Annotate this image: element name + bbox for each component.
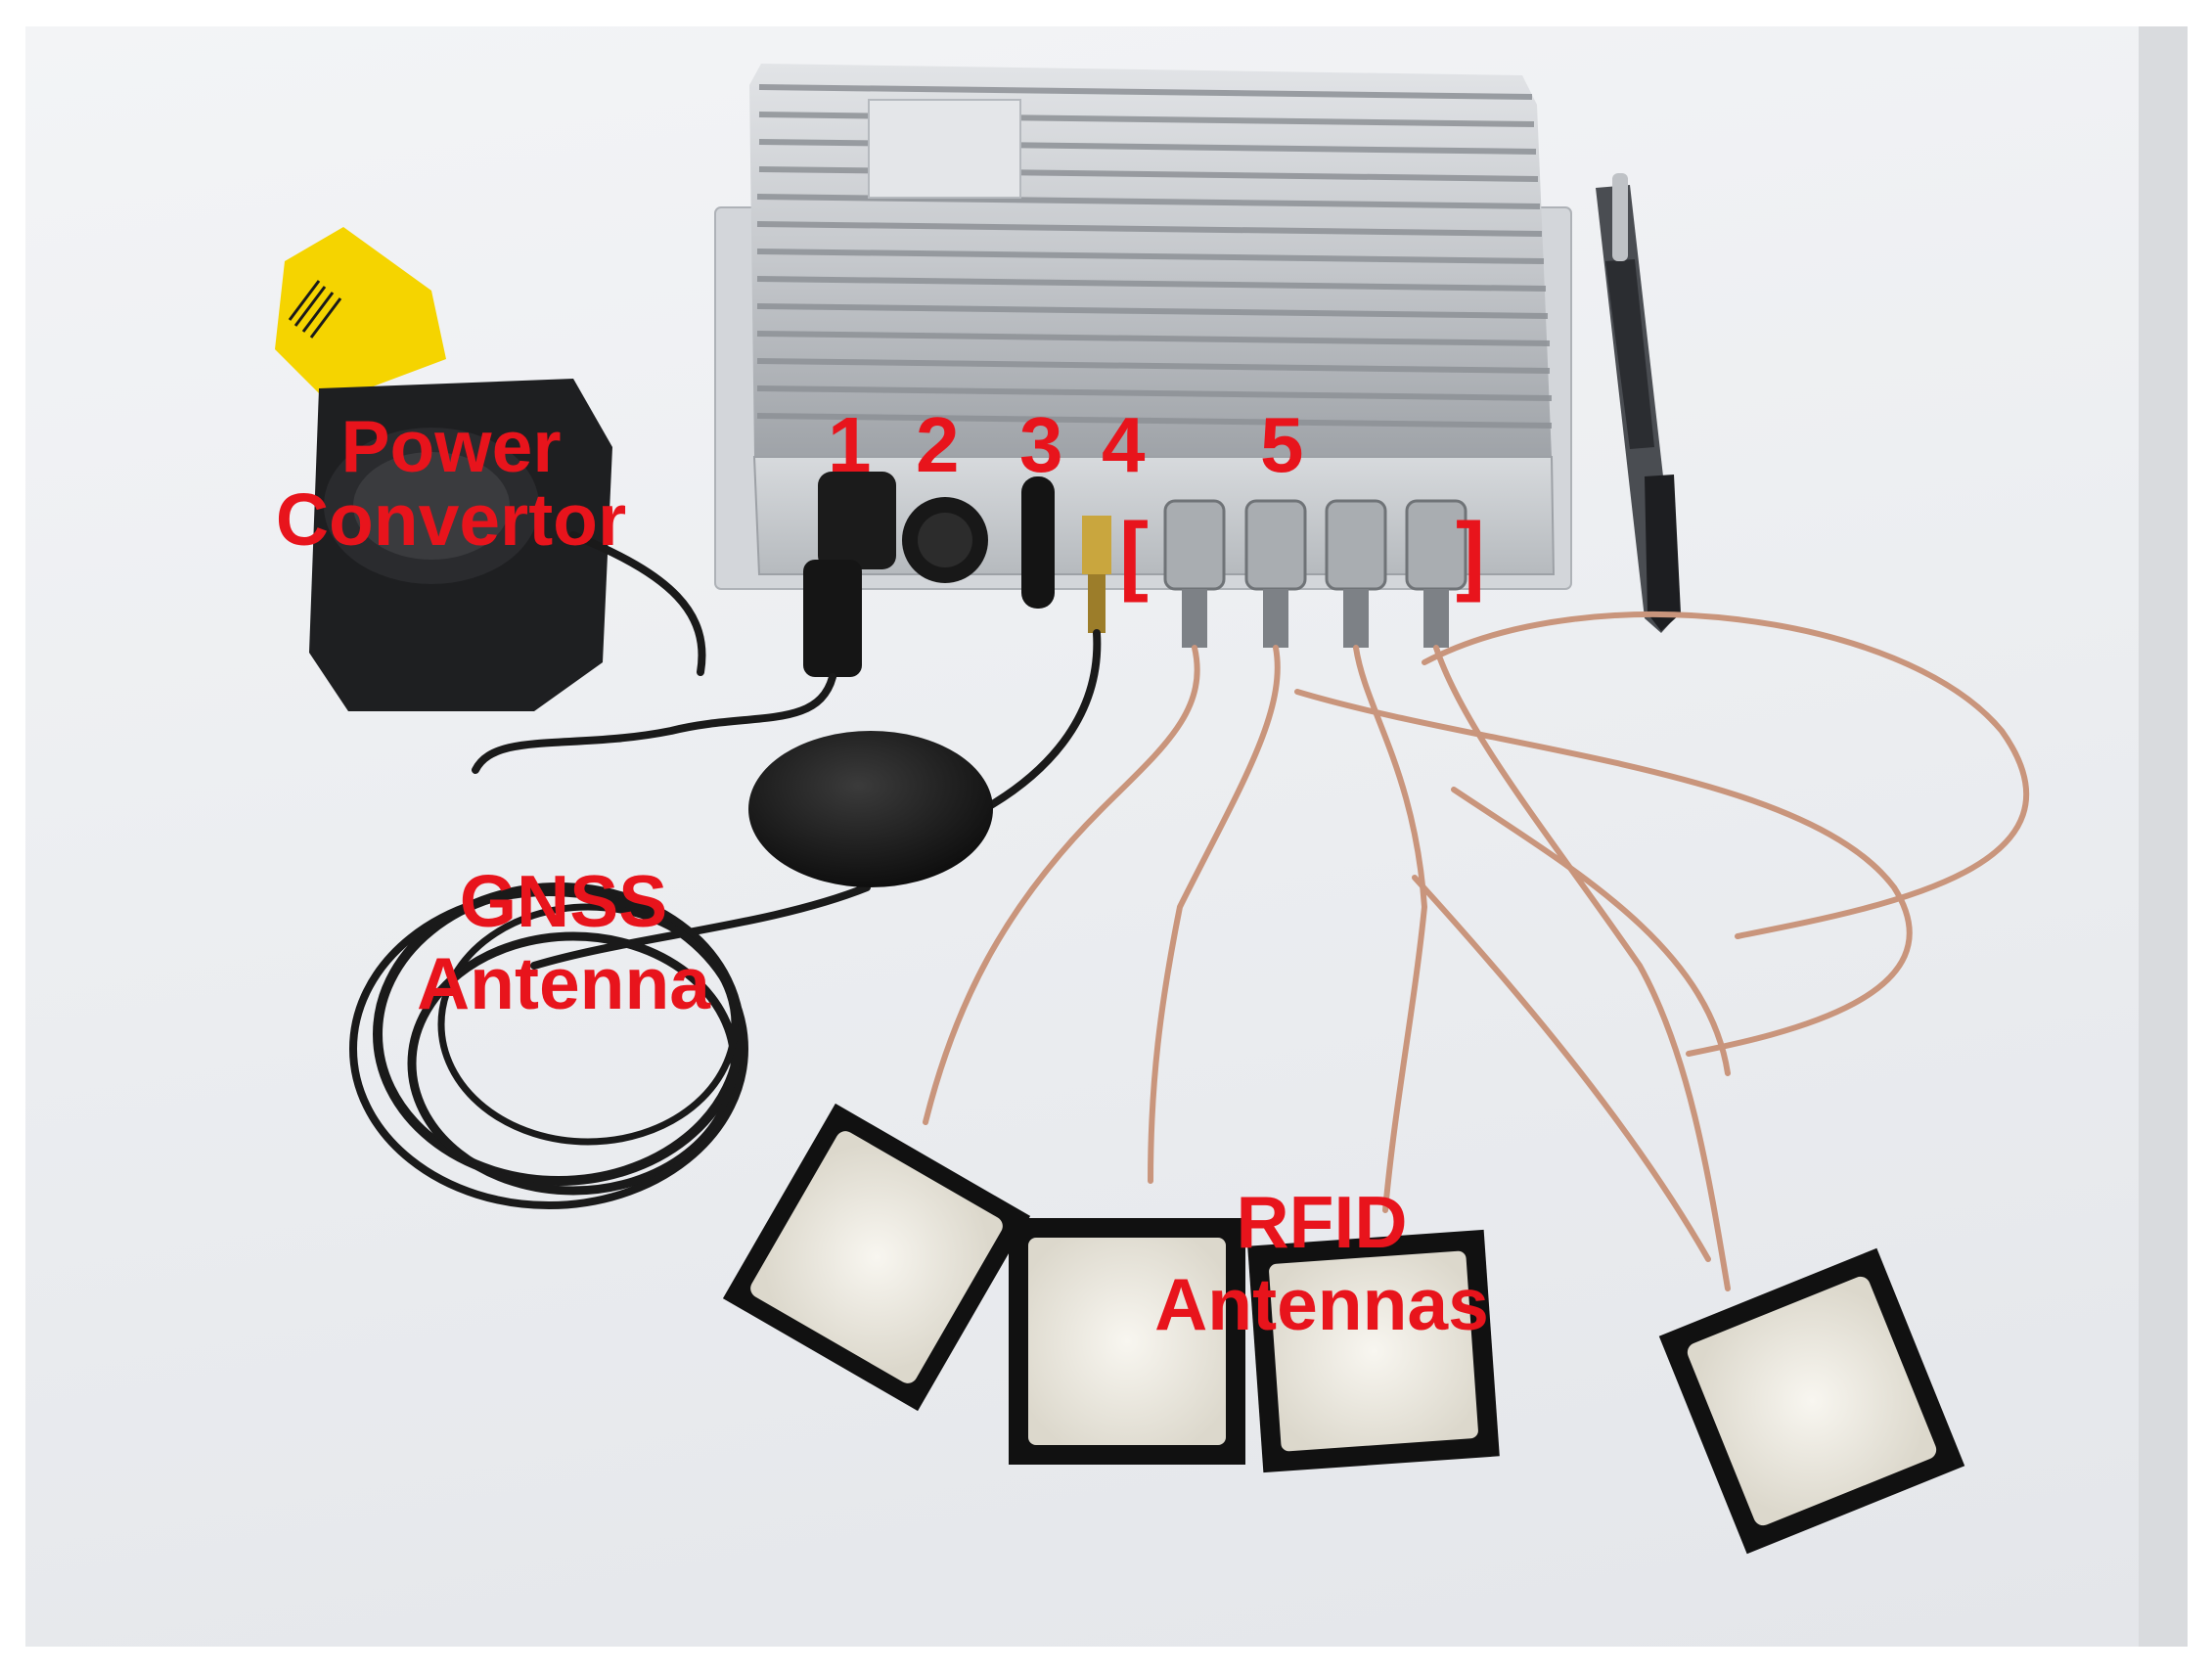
gnss-antenna-puck	[748, 731, 993, 887]
label-port-2: 2	[916, 401, 960, 488]
label-port-5: 5	[1260, 401, 1304, 488]
label-gnss-antenna: GNSS Antenna	[378, 860, 749, 1024]
rfid-antenna-4	[1658, 1247, 1965, 1555]
label-power-line2: Convertor	[275, 478, 627, 561]
paper-shadow	[2139, 26, 2188, 1647]
rf-cables	[923, 611, 2030, 1291]
label-rfid-line1: RFID	[1236, 1181, 1408, 1263]
power-adapter	[309, 379, 612, 711]
bracket-open: [	[1119, 506, 1149, 604]
label-port-4: 4	[1102, 401, 1146, 488]
rfid-antenna-2	[1009, 1218, 1245, 1465]
label-gnss-line1: GNSS	[459, 860, 668, 942]
photo: Power Convertor GNSS Antenna RFID Antenn…	[25, 26, 2188, 1647]
rfid-antenna-1	[722, 1103, 1031, 1412]
label-port-1: 1	[828, 401, 872, 488]
label-gnss-line2: Antenna	[417, 942, 710, 1024]
label-port-3: 3	[1019, 401, 1063, 488]
port-4-sma	[1082, 516, 1111, 633]
pen	[1596, 173, 1681, 633]
label-power-convertor: Power Convertor	[231, 410, 671, 557]
label-rfid-antennas: RFID Antennas	[1111, 1181, 1532, 1345]
label-power-line1: Power	[340, 405, 562, 487]
port-2-connector	[902, 497, 988, 583]
label-rfid-line2: Antennas	[1154, 1263, 1489, 1345]
black-cables	[349, 531, 1102, 1209]
bracket-close: ]	[1456, 506, 1485, 604]
yellow-tag	[275, 227, 446, 403]
port-5-rfid-connectors	[1163, 499, 1467, 648]
photo-scene	[275, 26, 2188, 1647]
rfid-antenna-3	[1247, 1229, 1500, 1473]
port-3-stub-antenna	[1021, 476, 1055, 609]
port-1-power-jack	[803, 472, 896, 677]
